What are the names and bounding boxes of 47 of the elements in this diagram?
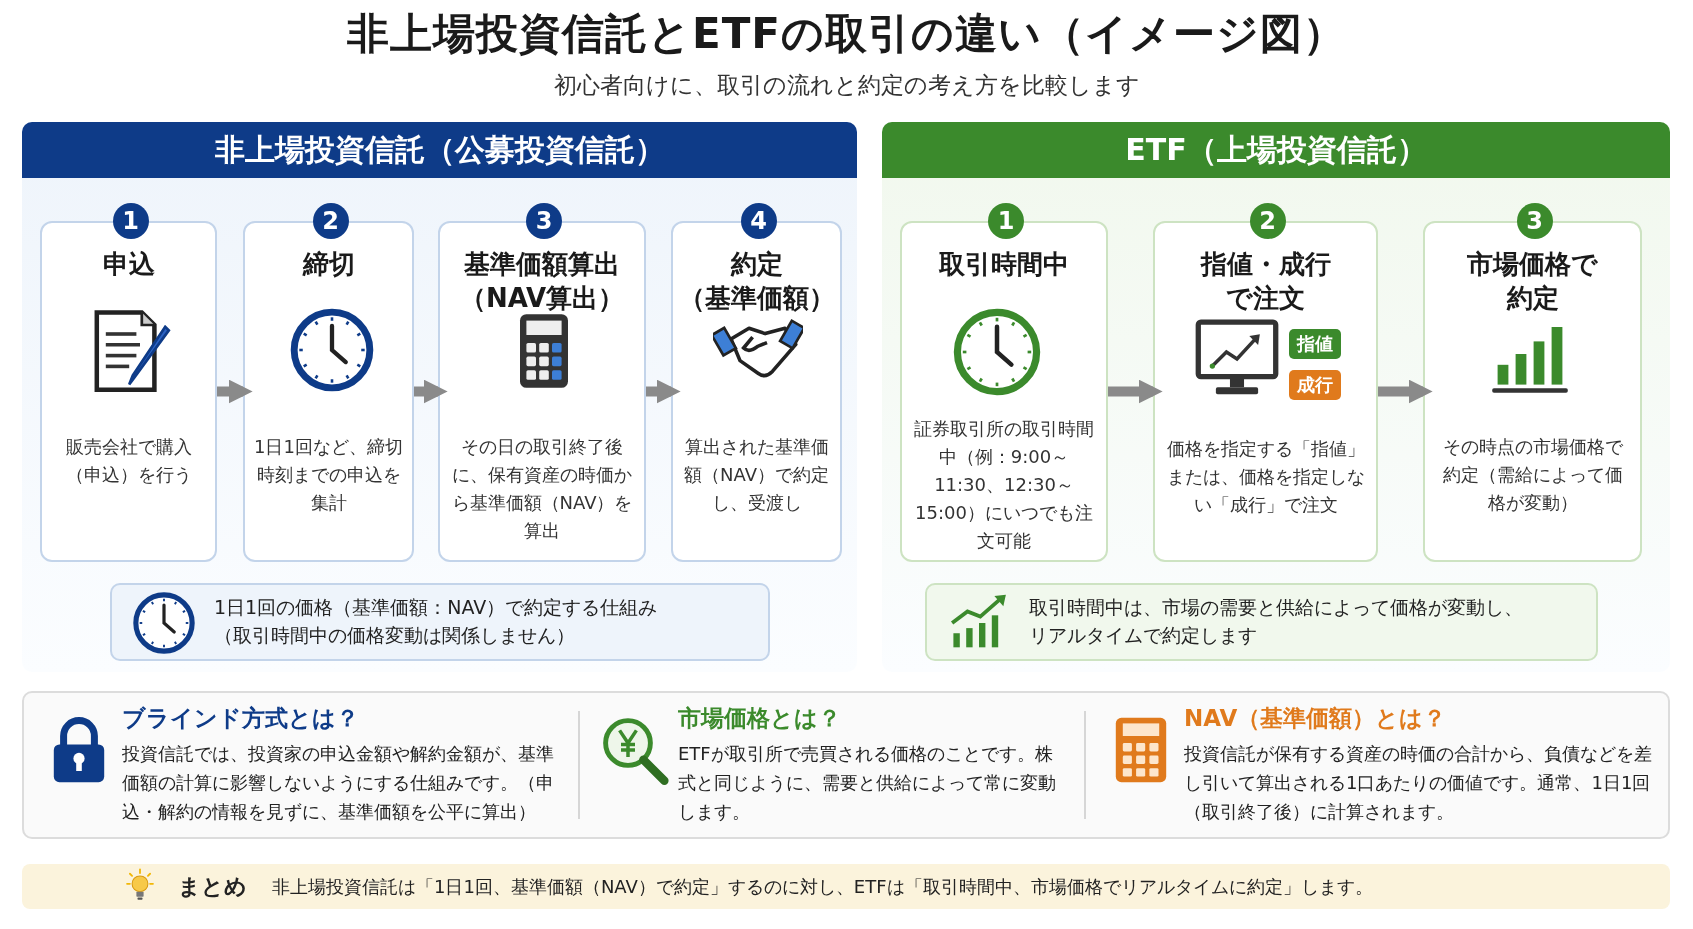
- step-number-badge: 3: [526, 203, 562, 239]
- note-text: 取引時間中は、市場の需要と供給によって価格が変動し、リアルタイムで約定します: [1029, 595, 1524, 648]
- step-description: 1日1回など、締切時刻までの申込を集計: [253, 435, 404, 515]
- step-description: 算出された基準価額（NAV）で約定し、受渡し: [683, 435, 830, 515]
- step-number-badge: 1: [112, 203, 149, 239]
- subtitle: 初心者向けに、取引の流れと約定の考え方を比較します: [552, 71, 1141, 100]
- arrow: [414, 379, 448, 404]
- note-text: 1日1回の価格（基準価額：NAV）で約定する仕組み（取引時間中の価格変動は関係しません）: [214, 595, 659, 648]
- info-text: ETFが取引所で売買される価格のことです。株式と同じように、需要と供給によって常に変動します。: [678, 742, 1057, 824]
- panel: [22, 122, 857, 672]
- info-text: 投資信託では、投資家の申込金額や解約金額が、基準価額の計算に影響しないようにする仕組みです。（申込・解約の情報を見ずに、基準価額を公平に算出）: [122, 742, 555, 824]
- info-text: 投資信託が保有する資産の時価の合計から、負債などを差し引いて算出される1口あたりの価値です。通常、1日1回（取引終了後）に計算されます。: [1184, 742, 1653, 824]
- step-description: その時点の市場価格で約定（需給によって価格が変動）: [1441, 435, 1624, 515]
- order-tag: 成行: [1289, 370, 1341, 400]
- title: 非上場投資信託とETFの取引の違い（イメージ図）: [346, 8, 1347, 60]
- step-description: 販売会社で購入（申込）を行う: [64, 435, 193, 487]
- step-title: 指値・成行で注文: [1199, 248, 1332, 315]
- step-number-badge: 2: [312, 203, 349, 239]
- panel-header: ETF（上場投資信託）: [882, 122, 1670, 178]
- info-heading: 市場価格とは？: [678, 704, 841, 733]
- step-description: 証券取引所の取引時間中（例：9:00～11:30、12:30～15:00）にいつでも注文可能: [914, 417, 1094, 553]
- arrow: [1108, 379, 1163, 404]
- arrow: [1378, 379, 1433, 404]
- step-number-badge: 4: [740, 203, 777, 239]
- step-title: 約定（基準価額）: [677, 248, 836, 315]
- step-number-badge: 2: [1249, 203, 1286, 239]
- summary-text: 非上場投資信託は「1日1回、基準価額（NAV）で約定」するのに対し、ETFは「取引時間中、市場価格でリアルタイムに約定」します。: [272, 875, 1373, 899]
- panel-header: 非上場投資信託（公募投資信託）: [22, 122, 857, 178]
- step-title: 市場価格で約定: [1466, 248, 1599, 315]
- arrow: [217, 379, 253, 404]
- step-title: 申込: [101, 248, 156, 281]
- panel: [882, 122, 1670, 672]
- step-title: 取引時間中: [938, 248, 1070, 281]
- step-number-badge: 1: [988, 203, 1024, 239]
- summary-bar: [22, 864, 1670, 909]
- step-description: 価格を指定する「指値」または、価格を指定しない「成行」で注文: [1165, 437, 1366, 517]
- step-title: 締切: [301, 248, 356, 281]
- info-heading: NAV（基準価額）とは？: [1184, 704, 1447, 733]
- note-box: [925, 583, 1598, 661]
- summary-heading: まとめ: [178, 873, 247, 901]
- step-description: その日の取引終了後に、保有資産の時価から基準価額（NAV）を算出: [450, 435, 634, 543]
- note-box: [110, 583, 770, 661]
- step-title: 基準価額算出（NAV算出）: [458, 248, 626, 315]
- step-number-badge: 3: [1516, 203, 1553, 239]
- info-heading: ブラインド方式とは？: [122, 704, 359, 733]
- order-tag: 指値: [1289, 329, 1341, 359]
- arrow: [646, 379, 681, 404]
